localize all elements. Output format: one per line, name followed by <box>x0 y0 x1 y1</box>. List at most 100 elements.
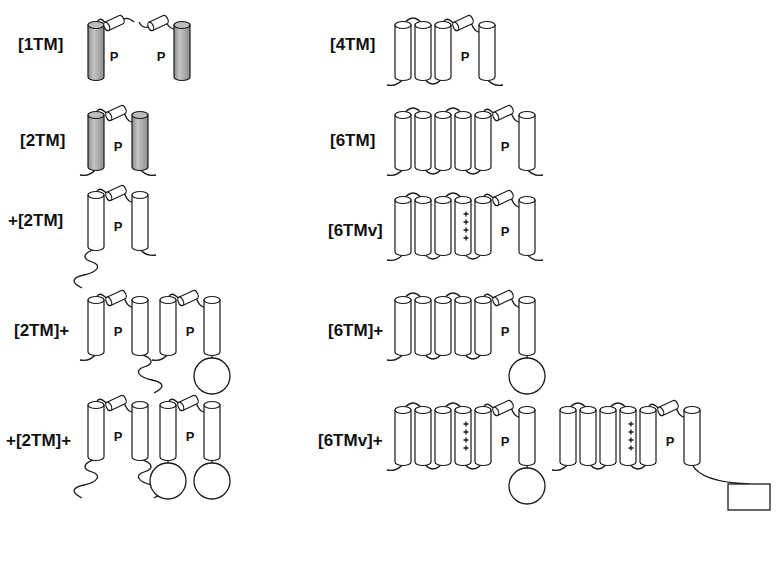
pore-helix-end <box>105 401 113 411</box>
helix-top <box>475 297 491 304</box>
helix-top <box>580 407 596 414</box>
helix-body <box>132 405 148 461</box>
helix-cylinder <box>519 112 535 171</box>
helix-top <box>395 197 411 204</box>
helix-cylinder <box>88 192 104 251</box>
charge-symbol <box>629 438 634 443</box>
helix-body <box>475 200 491 256</box>
channel-topology <box>387 289 545 394</box>
terminal-domain <box>509 468 545 504</box>
helix-top <box>395 112 411 119</box>
helix-body <box>475 300 491 356</box>
pore-helix <box>452 14 475 31</box>
helix-body <box>415 410 431 466</box>
helix-cylinder <box>204 297 220 356</box>
helix-top <box>204 402 220 409</box>
helix-body <box>475 410 491 466</box>
helix-top <box>600 407 616 414</box>
charge-symbol <box>464 228 469 233</box>
helix-top <box>455 112 471 119</box>
helix-top <box>519 297 535 304</box>
channel-topology <box>152 289 230 394</box>
charge-symbol <box>629 422 634 427</box>
helix-body <box>415 115 431 171</box>
helix-top <box>415 297 431 304</box>
topology-label: [6TMv] <box>328 222 383 239</box>
topology-label: [6TM]+ <box>328 322 383 339</box>
pore-label: P <box>110 50 119 63</box>
pore-helix-end <box>147 21 155 31</box>
helix-top <box>435 407 451 414</box>
helix-cylinder <box>160 297 176 356</box>
terminal-domain <box>194 463 230 499</box>
helix-top <box>519 197 535 204</box>
helix-cylinder <box>415 22 431 81</box>
helix-top <box>88 192 104 199</box>
pore-helix <box>105 289 128 306</box>
helix-cylinder <box>455 112 471 171</box>
channel-topology <box>80 104 156 175</box>
helix-cylinder <box>132 192 148 251</box>
channel-topology <box>80 289 162 393</box>
helix-body <box>415 25 431 81</box>
helix-body <box>204 405 220 461</box>
helix-body <box>435 115 451 171</box>
helix-top <box>475 197 491 204</box>
helix-cylinder <box>160 402 176 461</box>
helix-cylinder <box>395 407 411 466</box>
helix-cylinder <box>204 402 220 461</box>
helix-top <box>88 297 104 304</box>
pore-label: P <box>114 220 123 233</box>
terminal-domain <box>509 358 545 394</box>
channel-topology <box>387 399 545 504</box>
helix-cylinder <box>475 112 491 171</box>
pore-helix-end <box>492 196 500 206</box>
helix-body <box>395 115 411 171</box>
charge-symbol <box>464 446 469 451</box>
helix-body <box>580 410 596 466</box>
helix-body <box>132 115 148 171</box>
helix-body <box>620 410 636 466</box>
helix-cylinder <box>415 297 431 356</box>
pore-helix-end <box>105 111 113 121</box>
helix-body <box>395 25 411 81</box>
pore-helix <box>147 14 170 31</box>
helix-top <box>435 22 451 29</box>
helix-cylinder <box>455 197 471 256</box>
pore-helix-end <box>177 401 185 411</box>
pore-helix-end <box>177 296 185 306</box>
helix-top <box>455 407 471 414</box>
pore-label: P <box>114 325 123 338</box>
helix-top <box>395 407 411 414</box>
pore-helix <box>492 399 515 416</box>
pore-label: P <box>666 435 675 448</box>
helix-cylinder <box>435 112 451 171</box>
charge-symbol <box>464 438 469 443</box>
helix-body <box>88 195 104 251</box>
pore-helix <box>177 289 200 306</box>
charge-symbol <box>464 236 469 241</box>
helix-body <box>435 200 451 256</box>
pore-helix-end <box>492 406 500 416</box>
helix-cylinder <box>475 197 491 256</box>
channel-topology <box>552 399 770 510</box>
pore-helix <box>105 184 128 201</box>
helix-body <box>395 200 411 256</box>
helix-cylinder <box>435 407 451 466</box>
charge-symbol <box>464 422 469 427</box>
helix-body <box>455 200 471 256</box>
pore-helix-end <box>657 406 665 416</box>
pore-helix <box>492 289 515 306</box>
pore-label: P <box>186 325 195 338</box>
helix-body <box>519 410 535 466</box>
pore-label: P <box>501 140 510 153</box>
helix-cylinder <box>132 297 148 356</box>
helix-cylinder <box>435 197 451 256</box>
helix-top <box>160 297 176 304</box>
helix-cylinder <box>132 402 148 461</box>
helix-cylinder <box>88 402 104 461</box>
helix-top <box>132 112 148 119</box>
helix-body <box>600 410 616 466</box>
helix-body <box>479 25 495 81</box>
pore-label: P <box>114 140 123 153</box>
